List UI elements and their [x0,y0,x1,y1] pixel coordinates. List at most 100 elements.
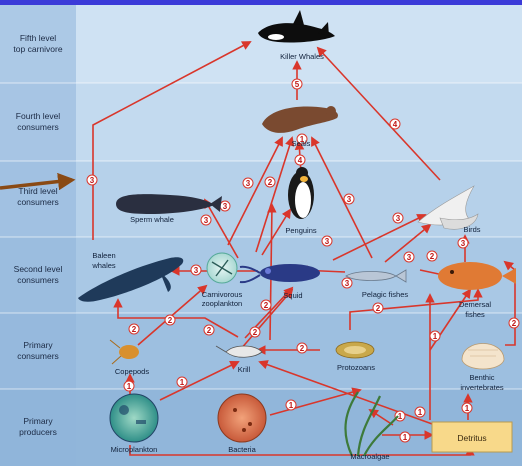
number-badge-text: 1 [403,433,408,442]
number-badge: 3 [322,236,332,246]
number-badge-text: 3 [461,239,466,248]
number-badge-text: 1 [418,408,423,417]
number-badge: 4 [295,155,305,165]
label-baleen-line1: Baleen [92,251,115,260]
number-badge: 1 [395,411,405,421]
number-badge: 5 [292,79,302,89]
number-badge-text: 3 [407,253,412,262]
label-penguins: Penguins [285,226,317,235]
number-badge-text: 5 [295,80,300,89]
number-badge: 2 [129,324,139,334]
label-pelagic-fishes: Pelagic fishes [362,290,409,299]
number-badge: 3 [201,215,211,225]
number-badge: 2 [250,327,260,337]
band-fourth-level [0,83,522,161]
number-badge-text: 3 [325,237,330,246]
number-badge: 2 [165,315,175,325]
level-label-line2: consumers [17,351,59,361]
number-badge: 3 [191,265,201,275]
number-badge: 1 [462,403,472,413]
zooplankton-icon [207,253,237,283]
number-badge-text: 2 [132,325,137,334]
number-badge: 3 [344,194,354,204]
label-copepods: Copepods [115,367,149,376]
number-badge: 3 [404,252,414,262]
label-krill: Krill [238,365,251,374]
label-killer-whales: Killer Whales [280,52,324,61]
number-badge-text: 2 [264,301,269,310]
number-badge-text: 3 [204,216,209,225]
number-badge: 2 [509,318,519,328]
level-label-line2: consumers [17,197,59,207]
number-badge: 1 [286,400,296,410]
number-badge: 3 [220,201,230,211]
label-bacteria: Bacteria [228,445,256,454]
label-benthic-line1: Benthic [469,373,494,382]
label-protozoans: Protozoans [337,363,375,372]
number-badge-text: 1 [465,404,470,413]
number-badge: 1 [400,432,410,442]
number-badge: 3 [243,178,253,188]
level-label-line1: Primary [23,340,53,350]
benthic-shell-icon [462,344,504,370]
number-badge-text: 1 [180,378,185,387]
level-label-line1: Primary [23,416,53,426]
label-baleen-line2: whales [91,261,116,270]
number-badge-text: 2 [253,328,258,337]
number-badge-text: 4 [393,120,398,129]
number-badge-text: 3 [345,279,350,288]
label-macroalgae: Macroalgae [350,452,389,461]
band-fifth-level [0,5,522,83]
number-badge: 3 [393,213,403,223]
number-badge: 2 [297,343,307,353]
level-label-line2: top carnivore [13,44,62,54]
number-badge-text: 2 [376,304,381,313]
protozoan-icon [336,342,374,358]
level-label-line2: consumers [17,275,59,285]
label-seals: Seals [292,139,311,148]
number-badge-text: 2 [300,344,305,353]
number-badge: 2 [204,325,214,335]
number-badge-text: 2 [168,316,173,325]
number-badge-text: 3 [246,179,251,188]
number-badge-text: 2 [512,319,517,328]
level-label-line2: producers [19,427,57,437]
detritus-label: Detritus [457,433,486,443]
number-badge-text: 4 [298,156,303,165]
number-badge-text: 1 [289,401,294,410]
number-badge-text: 3 [347,195,352,204]
number-badge-text: 3 [223,202,228,211]
level-label-line1: Third level [18,186,57,196]
label-zooplankton-line2: zooplankton [202,299,242,308]
number-badge: 1 [430,331,440,341]
number-badge-text: 3 [90,176,95,185]
label-zooplankton-line1: Carnivorous [202,290,243,299]
number-badge: 1 [177,377,187,387]
label-sperm-whale: Sperm whale [130,215,174,224]
number-badge: 2 [265,177,275,187]
number-badge-text: 2 [268,178,273,187]
number-badge-text: 2 [430,252,435,261]
number-badge: 2 [427,251,437,261]
number-badge-text: 1 [127,382,132,391]
bacteria-icon [218,394,266,442]
number-badge: 3 [342,278,352,288]
number-badge-text: 3 [194,266,199,275]
number-badge: 2 [261,300,271,310]
number-badge: 3 [87,175,97,185]
level-label-line1: Fourth level [16,111,61,121]
level-label-line2: consumers [17,122,59,132]
number-badge: 1 [415,407,425,417]
level-label-line1: Fifth level [20,33,56,43]
number-badge: 3 [458,238,468,248]
label-demersal-line2: fishes [465,310,485,319]
label-squid: Squid [283,291,302,300]
label-birds: Birds [463,225,480,234]
number-badge: 4 [390,119,400,129]
level-label-column [0,5,76,466]
microplankton-icon [110,394,158,442]
label-microplankton: Microplankton [111,445,158,454]
number-badge: 1 [124,381,134,391]
